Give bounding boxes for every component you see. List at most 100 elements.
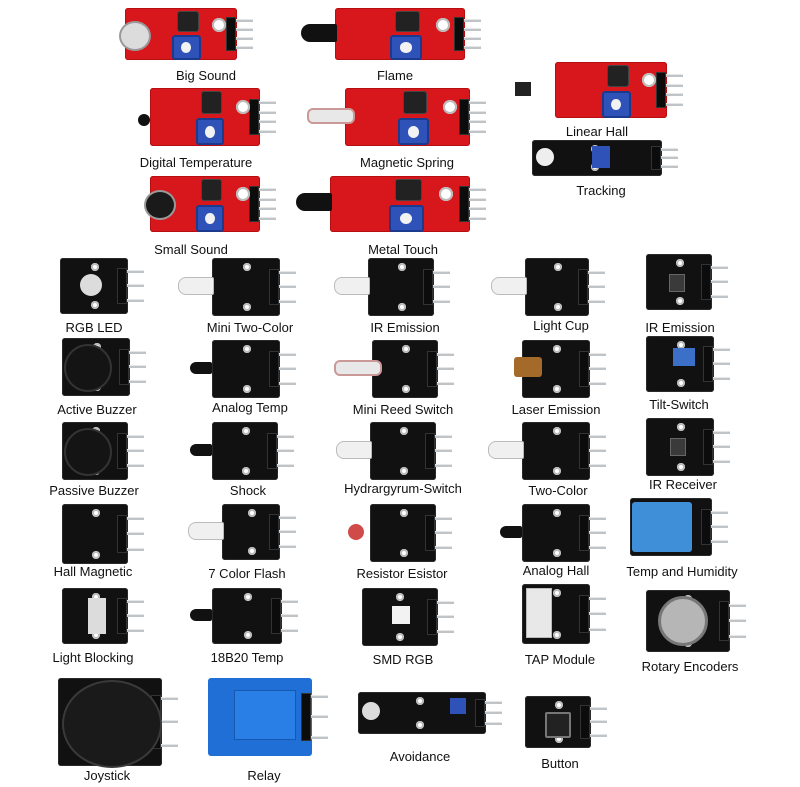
module-label: Magnetic Spring <box>360 155 454 170</box>
module-label: Mini Reed Switch <box>352 402 454 417</box>
mount-hole <box>554 701 563 709</box>
mount-hole <box>552 509 561 517</box>
led-bulb <box>178 276 214 295</box>
pin <box>432 270 450 274</box>
header-pins <box>463 19 481 49</box>
header-pins <box>728 603 746 639</box>
pin <box>712 430 730 434</box>
pin <box>710 525 728 529</box>
microphone <box>144 190 176 220</box>
pin <box>436 382 454 386</box>
pin <box>436 600 454 604</box>
mount-hole <box>552 589 561 597</box>
pin <box>235 36 253 40</box>
header-pins <box>468 100 486 134</box>
mount-hole <box>676 379 685 387</box>
module-label: Resistor Esistor <box>356 566 448 581</box>
pin <box>463 19 481 23</box>
module-label: RGB LED <box>65 320 123 335</box>
comparator-chip <box>396 12 420 31</box>
mount-hole <box>396 593 405 601</box>
module-label: Small Sound <box>154 242 228 257</box>
ir-component <box>669 273 686 292</box>
pin <box>278 530 296 534</box>
pin-header <box>227 18 235 50</box>
comparator-chip <box>177 12 198 31</box>
pin <box>436 615 454 619</box>
header-pins <box>588 516 606 550</box>
pin <box>463 45 481 49</box>
joystick-knob <box>62 680 162 768</box>
mount-hole <box>399 509 408 517</box>
pin <box>468 130 486 134</box>
module-label: Rotary Encoders <box>641 659 739 674</box>
header-pins <box>588 352 606 386</box>
pin <box>587 270 605 274</box>
pin <box>463 28 481 32</box>
pin <box>665 74 683 78</box>
pin-header <box>580 351 588 387</box>
mount-hole <box>235 99 250 114</box>
mount-hole <box>415 697 424 705</box>
pin <box>280 600 298 604</box>
mount-hole <box>242 263 251 271</box>
pin <box>258 188 276 192</box>
module-label: SMD RGB <box>372 652 434 667</box>
module-label: 7 Color Flash <box>208 566 286 581</box>
pin <box>589 733 607 737</box>
pin <box>468 197 486 201</box>
module-label: Shock <box>229 483 267 498</box>
pin <box>660 147 678 151</box>
mount-hole <box>675 297 684 305</box>
pin <box>588 531 606 535</box>
pin-header <box>270 351 278 387</box>
module-label: Temp and Humidity <box>626 564 738 579</box>
mount-hole <box>552 631 561 639</box>
mount-hole <box>243 593 252 601</box>
header-pins <box>588 434 606 468</box>
comparator-chip <box>607 66 628 87</box>
module-label: Relay <box>247 768 281 783</box>
pin-header <box>268 433 276 469</box>
pin <box>128 365 146 369</box>
pin <box>310 735 328 739</box>
pin <box>126 547 144 551</box>
microphone <box>119 21 151 51</box>
sensor-body <box>190 444 212 457</box>
header-pins <box>235 19 253 49</box>
pin <box>432 300 450 304</box>
pin <box>436 367 454 371</box>
pin-header <box>657 73 665 107</box>
header-pins <box>434 434 452 468</box>
pin-header <box>428 599 436 635</box>
pin-header <box>581 706 589 738</box>
pin <box>278 544 296 548</box>
mount-hole <box>442 99 457 114</box>
header-pins <box>436 352 454 386</box>
header-pins <box>710 266 728 298</box>
relay-box <box>234 690 296 740</box>
pin <box>235 28 253 32</box>
mount-hole <box>552 427 561 435</box>
pin <box>276 464 294 468</box>
pin <box>126 298 144 302</box>
comparator-chip <box>403 92 427 113</box>
pin <box>434 449 452 453</box>
pin <box>126 284 144 288</box>
mount-hole <box>401 345 410 353</box>
mount-hole <box>235 187 250 202</box>
mount-hole <box>90 301 99 309</box>
pin <box>310 715 328 719</box>
photoresistor <box>348 524 364 541</box>
pin-header <box>580 515 588 551</box>
module-label: Analog Temp <box>212 400 288 415</box>
potentiometer <box>397 118 429 146</box>
header-pins <box>712 430 730 464</box>
pin <box>432 285 450 289</box>
push-button <box>545 712 571 738</box>
pin <box>665 102 683 106</box>
led-bulb <box>336 440 372 459</box>
pin <box>310 695 328 699</box>
pin <box>665 83 683 87</box>
pin <box>710 280 728 284</box>
